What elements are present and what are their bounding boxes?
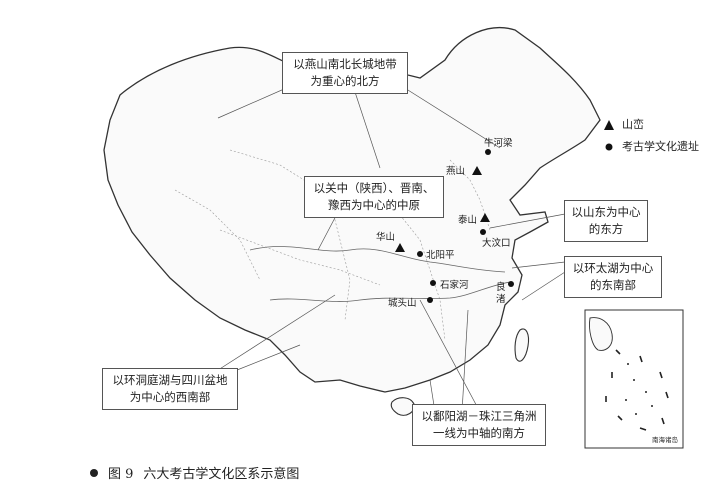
mountain-taishan-icon xyxy=(480,213,490,222)
site-dawenkou-icon xyxy=(480,229,486,235)
region-north-box: 以燕山南北长城地带 为重心的北方 xyxy=(282,52,408,94)
site-liangzhu-icon xyxy=(508,281,514,287)
province-boundaries xyxy=(174,149,491,341)
triangle-icon xyxy=(604,120,614,130)
site-beiyangping-icon xyxy=(417,251,423,257)
dot-icon xyxy=(604,142,614,152)
mountain-taishan-label: 泰山 xyxy=(458,214,477,226)
caption-text: 六大考古学文化区系示意图 xyxy=(143,467,300,482)
site-shijiahe-label: 石家河 xyxy=(440,279,469,291)
site-shijiahe-icon xyxy=(430,280,436,286)
taiwan-island xyxy=(514,328,530,362)
region-central-line2: 豫西为中心的中原 xyxy=(328,198,420,212)
hainan-island xyxy=(390,397,415,416)
region-southwest-box: 以环洞庭湖与四川盆地 为中心的西南部 xyxy=(102,368,238,410)
mountain-huashan-label: 华山 xyxy=(376,231,395,243)
mountain-huashan-icon xyxy=(395,243,405,252)
region-southwest-line1: 以环洞庭湖与四川盆地 xyxy=(112,373,228,387)
rivers xyxy=(249,246,511,302)
region-north-line2: 为重心的北方 xyxy=(310,74,380,88)
inset-label: 南海诸岛 xyxy=(652,435,678,444)
site-chengtoushan-icon xyxy=(427,297,433,303)
site-liangzhu-label-1: 良 xyxy=(496,281,506,293)
site-liangzhu-label-2: 渚 xyxy=(496,294,506,305)
region-south-line1: 以鄱阳湖－珠江三角洲 xyxy=(421,409,537,423)
map-legend: 山峦 考古学文化遗址 xyxy=(604,114,699,158)
region-south-box: 以鄱阳湖－珠江三角洲 一线为中轴的南方 xyxy=(412,404,546,446)
region-east-box: 以山东为中心 的东方 xyxy=(564,200,648,242)
legend-mountain: 山峦 xyxy=(604,114,699,136)
site-niuheliang-label: 牛河梁 xyxy=(484,137,513,149)
region-southeast-box: 以环太湖为中心 的东南部 xyxy=(564,256,662,298)
region-southwest-line2: 为中心的西南部 xyxy=(129,390,211,404)
caption-figure-number: 图 9 xyxy=(108,467,134,482)
legend-site: 考古学文化遗址 xyxy=(604,136,699,158)
mountain-yanshan-label: 燕山 xyxy=(446,165,465,177)
region-central-line1: 以关中（陕西）、晋南、 xyxy=(313,181,435,195)
region-central-box: 以关中（陕西）、晋南、 豫西为中心的中原 xyxy=(304,176,444,218)
region-north-line1: 以燕山南北长城地带 xyxy=(293,57,397,71)
region-east-line2: 的东方 xyxy=(588,222,624,236)
caption-bullet-icon xyxy=(90,468,98,477)
mountain-yanshan-icon xyxy=(472,166,482,175)
region-east-line1: 以山东为中心 xyxy=(571,205,641,219)
figure-caption: 图 9 六大考古学文化区系示意图 xyxy=(90,463,299,482)
region-south-line2: 一线为中轴的南方 xyxy=(433,426,525,440)
site-dawenkou-label: 大汶口 xyxy=(482,237,511,249)
south-china-sea-inset: 南海诸岛 xyxy=(584,309,684,449)
region-southeast-line2: 的东南部 xyxy=(590,278,636,292)
site-beiyangping-label: 北阳平 xyxy=(426,250,455,261)
legend-site-label: 考古学文化遗址 xyxy=(622,140,699,153)
legend-mountain-label: 山峦 xyxy=(622,118,644,131)
region-southeast-line1: 以环太湖为中心 xyxy=(572,261,654,275)
site-chengtoushan-label: 城头山 xyxy=(388,297,417,309)
site-niuheliang-icon xyxy=(485,149,491,155)
